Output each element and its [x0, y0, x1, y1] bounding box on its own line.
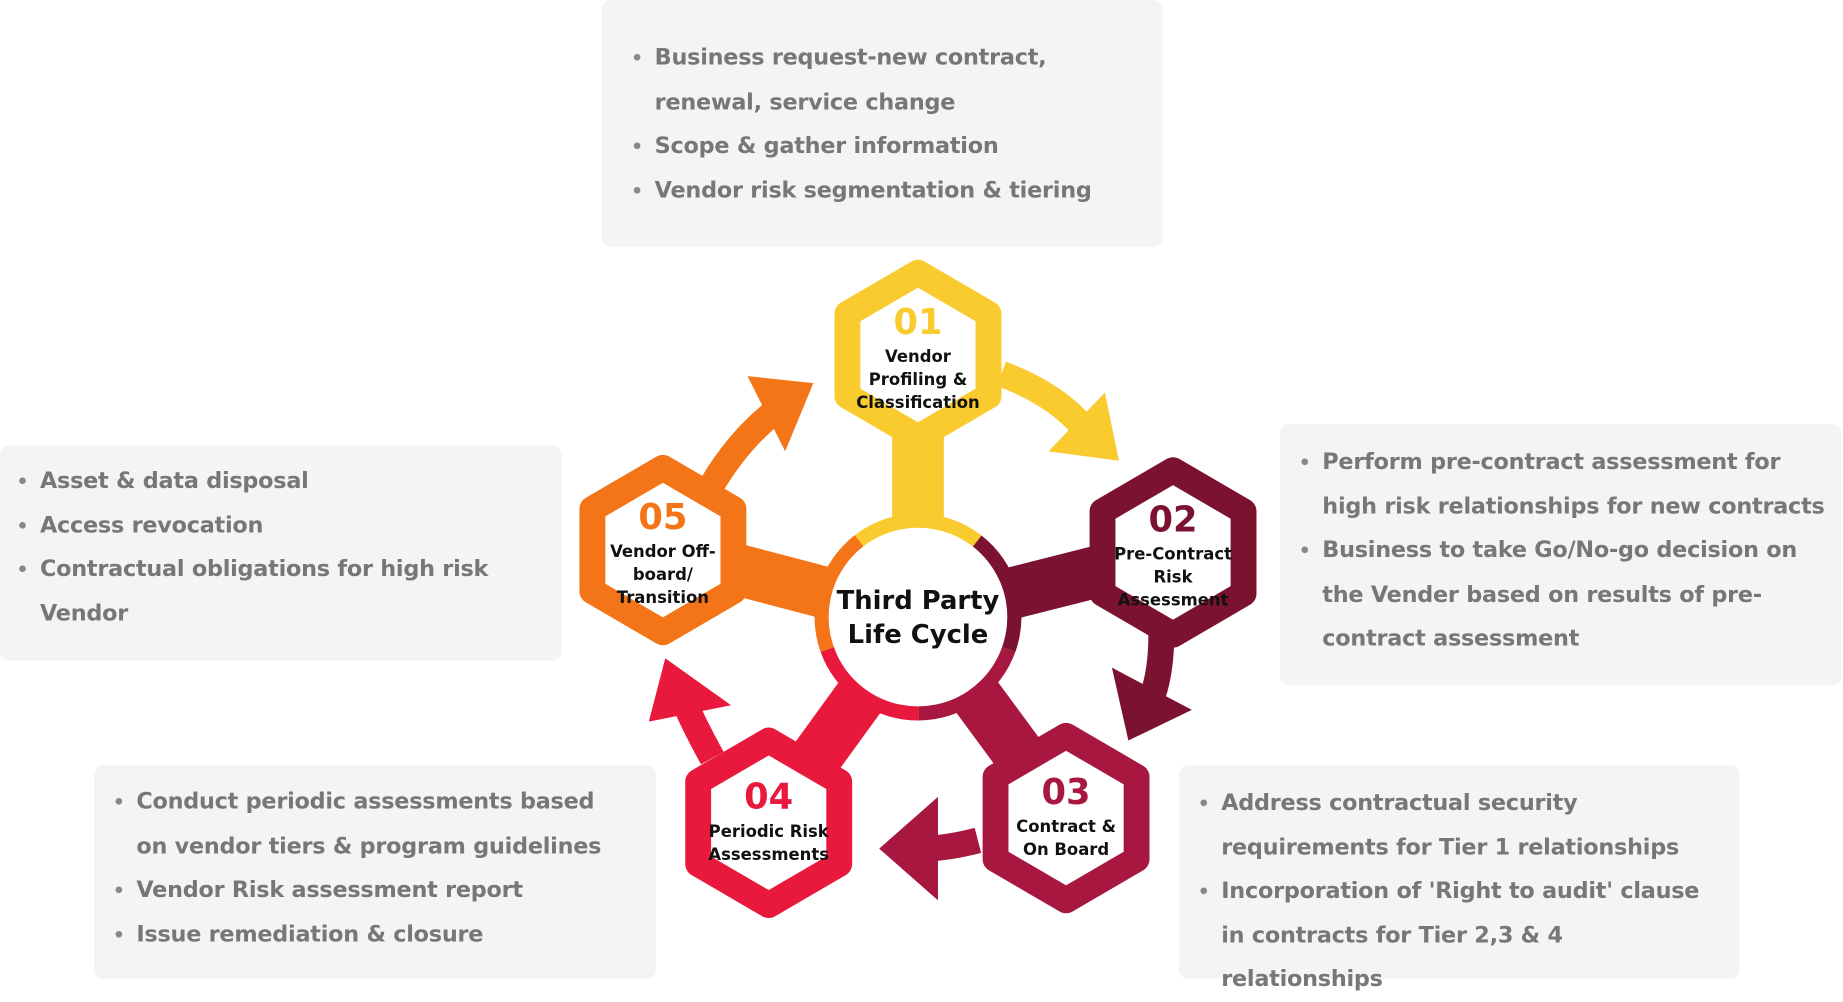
step05-label: board/ [633, 565, 693, 584]
bullet: Contractual obligations for high risk Ve… [16, 548, 538, 636]
bullet: Perform pre-contract assessment for high… [1299, 441, 1833, 529]
bullet: Asset & data disposal [16, 460, 538, 504]
step01-details: Business request-new contract, renewal, … [601, 0, 1163, 247]
step03-label: On Board [1023, 840, 1109, 859]
center-title-line1: Third Party [837, 586, 1000, 616]
bullet: Vendor Risk assessment report [113, 869, 633, 913]
step03-details: Address contractual security requirement… [1178, 765, 1740, 992]
bullet: Conduct periodic assessments based on ve… [113, 780, 633, 868]
step02-label: Assessment [1118, 590, 1229, 609]
step02-arrowhead-icon [1111, 667, 1192, 741]
step02-label: Pre-Contract [1114, 544, 1232, 563]
step05-number: 05 [638, 497, 687, 538]
bullet: Issue remediation & closure [113, 913, 633, 957]
step01-arrowhead-icon [1048, 392, 1119, 461]
bullet: Scope & gather information [631, 125, 1139, 169]
step05-label: Transition [617, 588, 709, 607]
step01-label: Vendor [885, 347, 952, 366]
step03-number: 03 [1042, 772, 1091, 813]
step04-arrowhead-icon [648, 658, 732, 722]
bullet: Business to take Go/No-go decision on th… [1299, 529, 1833, 661]
step02-details: Perform pre-contract assessment for high… [1279, 424, 1842, 686]
step03-label: Contract & [1016, 817, 1116, 836]
center-title-line2: Life Cycle [848, 620, 989, 650]
bullet: Vendor risk segmentation & tiering [631, 169, 1139, 213]
step04-label: Assessments [708, 845, 829, 864]
step01-label: Classification [856, 393, 980, 412]
step04-details: Conduct periodic assessments based on ve… [94, 765, 656, 980]
step01-number: 01 [893, 302, 942, 343]
step03-arrowhead-icon [879, 796, 938, 901]
step05-details: Asset & data disposalAccess revocationCo… [0, 445, 562, 661]
step02-number: 02 [1148, 499, 1197, 540]
step01-label: Profiling & [869, 370, 967, 389]
step05-arrow [701, 398, 786, 491]
bullet: Business request-new contract, renewal, … [631, 36, 1139, 124]
step05-label: Vendor Off- [610, 542, 716, 561]
center-circle [828, 527, 1008, 707]
step05-arrowhead-icon [747, 376, 814, 452]
step04-label: Periodic Risk [709, 822, 830, 841]
step02-label: Risk [1154, 567, 1194, 586]
bullet: Access revocation [16, 504, 538, 548]
bullet: Address contractual security requirement… [1198, 782, 1716, 870]
step04-number: 04 [744, 777, 793, 818]
